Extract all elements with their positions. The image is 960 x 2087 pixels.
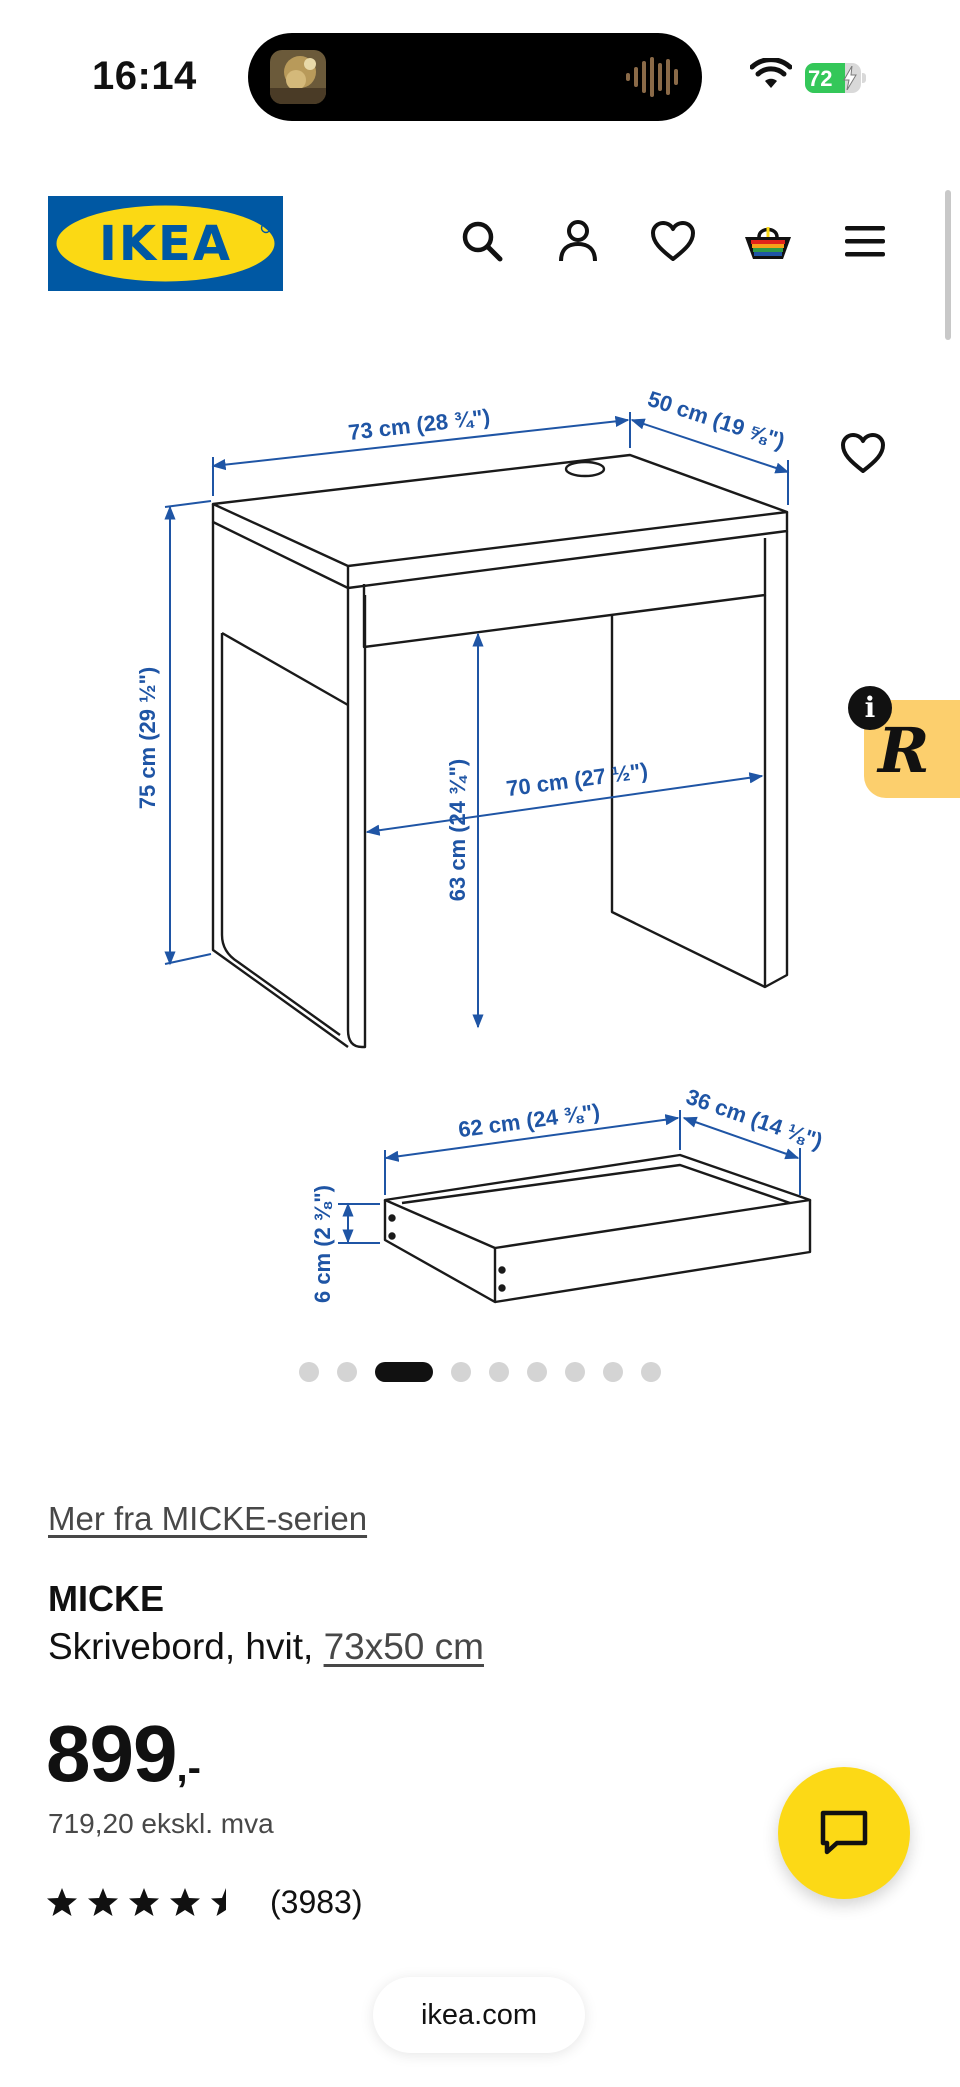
product-dimension-image[interactable]: 73 cm (28 ¾") 50 cm (19 ⅝") 75 cm (29 ½"… — [120, 345, 840, 1320]
carousel-dot[interactable] — [603, 1362, 623, 1382]
star-full-icon — [170, 1888, 200, 1916]
chat-icon — [820, 1810, 868, 1855]
dim-knee-height: 63 cm (24 ¾") — [445, 759, 470, 902]
dim-drawer-height: 6 cm (2 ⅜") — [310, 1185, 335, 1303]
star-half-icon — [211, 1888, 241, 1916]
dim-drawer-width: 62 cm (24 ⅜") — [457, 1099, 602, 1142]
carousel-dot[interactable] — [489, 1362, 509, 1382]
battery-percent: 72 — [808, 66, 833, 91]
price-amount: 899 — [46, 1709, 177, 1798]
page-scrollbar[interactable] — [945, 190, 951, 340]
carousel-dot[interactable] — [451, 1362, 471, 1382]
carousel-dot[interactable] — [527, 1362, 547, 1382]
carousel-dot[interactable] — [299, 1362, 319, 1382]
dim-desk-height: 75 cm (29 ½") — [135, 667, 160, 810]
badge-logo-letter: R — [878, 714, 930, 787]
wifi-icon — [749, 57, 793, 90]
menu-icon[interactable] — [840, 216, 890, 266]
dim-desk-width: 73 cm (28 ¾") — [347, 404, 491, 445]
audio-waveform-icon — [626, 57, 678, 97]
search-icon[interactable] — [457, 216, 507, 266]
site-header: IKEA — [0, 190, 960, 291]
carousel-dot[interactable] — [565, 1362, 585, 1382]
star-full-icon — [129, 1888, 159, 1916]
carousel-dot[interactable] — [337, 1362, 357, 1382]
svg-text:IKEA: IKEA — [99, 216, 232, 272]
carousel-dot[interactable] — [641, 1362, 661, 1382]
shopping-bag-icon[interactable] — [743, 216, 793, 266]
rating-count: (3983) — [270, 1883, 363, 1920]
star-full-icon — [47, 1888, 77, 1916]
product-type: Skrivebord, hvit, — [48, 1626, 324, 1667]
profile-icon[interactable] — [553, 216, 603, 266]
battery-indicator: 72 — [805, 63, 867, 93]
info-icon[interactable]: i — [848, 686, 892, 730]
url-text: ikea.com — [420, 1998, 538, 2031]
rating-stars — [46, 1886, 242, 1918]
price-suffix: ,- — [176, 1746, 201, 1790]
charging-bolt-icon — [843, 66, 857, 90]
chat-button[interactable] — [778, 1767, 910, 1899]
browser-url-bar[interactable]: ikea.com — [373, 1977, 585, 2053]
save-to-favourites-icon[interactable] — [840, 432, 890, 482]
product-description: Skrivebord, hvit, 73x50 cm — [48, 1626, 484, 1668]
status-bar: 16:14 — [0, 0, 960, 150]
status-time: 16:14 — [92, 54, 197, 98]
favourites-icon[interactable] — [648, 216, 698, 266]
star-full-icon — [88, 1888, 118, 1916]
dynamic-island[interactable] — [248, 33, 702, 121]
dim-desk-depth: 50 cm (19 ⅝") — [645, 386, 788, 454]
image-carousel-indicator[interactable] — [0, 1360, 960, 1384]
carousel-dot-active[interactable] — [375, 1362, 433, 1382]
product-rating[interactable]: (3983) — [46, 1880, 363, 1924]
product-name: MICKE — [48, 1578, 164, 1619]
product-size-link[interactable]: 73x50 cm — [323, 1626, 484, 1667]
now-playing-artwork — [270, 50, 326, 104]
price-excl-vat: 719,20 ekskl. mva — [48, 1808, 274, 1839]
ikea-logo[interactable]: IKEA — [48, 196, 283, 291]
series-link[interactable]: Mer fra MICKE-serien — [48, 1500, 368, 1537]
product-price: 899,- — [46, 1708, 201, 1800]
battery-fill — [805, 63, 846, 93]
